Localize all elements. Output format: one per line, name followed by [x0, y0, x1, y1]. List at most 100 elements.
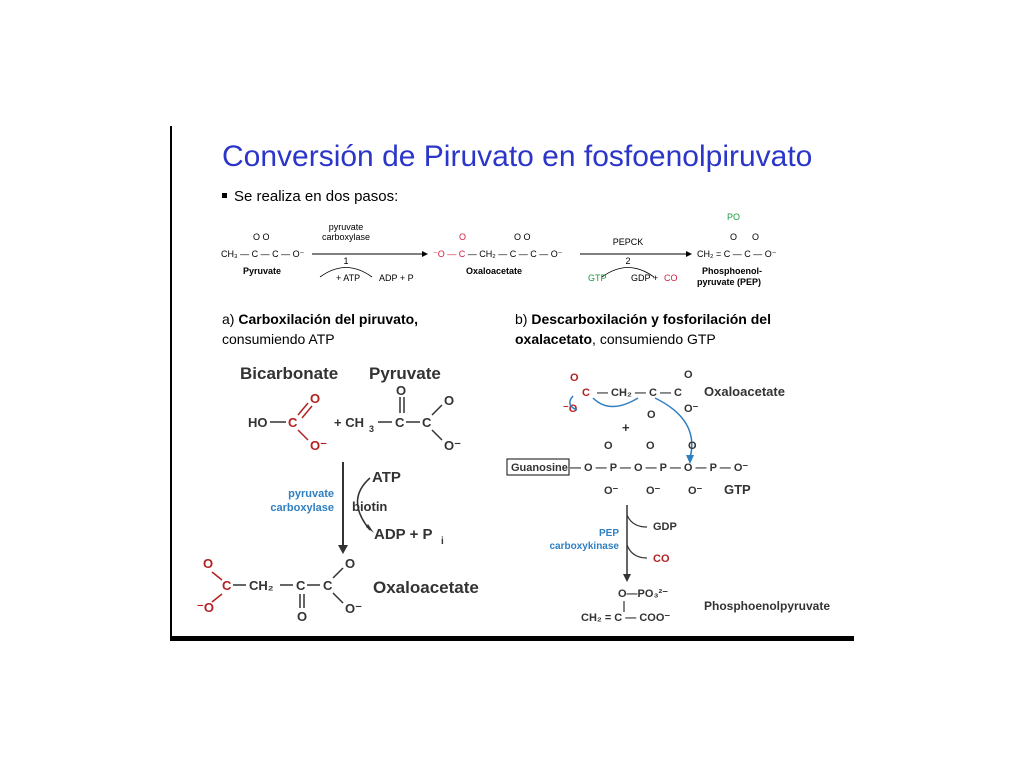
panel-b-main-arrow-head [623, 574, 631, 582]
left-border-line [170, 126, 172, 641]
pi-subscript: i [441, 536, 444, 547]
pyruvate-carbon-1: C [395, 415, 405, 430]
panel-b-pep-label: Phosphoenolpyruvate [704, 599, 830, 613]
b-electron-arrow-2 [569, 395, 578, 411]
po3-label: PO [727, 212, 740, 222]
product-oxygen-4: O⁻ [345, 601, 362, 616]
panel-a-enzyme-line2: carboxylase [270, 502, 334, 514]
enzyme1-name-line1: pyruvate [329, 222, 364, 232]
gdp-product-label: GDP [653, 521, 677, 533]
pep-oxygen: O [730, 232, 737, 242]
b-oxygen-bottom: ⁻O [563, 403, 578, 415]
panel-a-curved-arrow-head [366, 524, 374, 533]
pep-label-line2: pyruvate (PEP) [697, 277, 761, 287]
b-carbon-1: C [582, 387, 590, 399]
panel-a-curved-arrow [356, 477, 371, 531]
adp-pi-panel-label: ADP + P [374, 526, 433, 543]
b-carboxylate-oxygen: O⁻ [684, 403, 699, 415]
atp-label: ATP [372, 469, 401, 486]
product-single-bond [211, 593, 223, 603]
product-ch2: CH₂ [249, 578, 274, 593]
gtp-oxygen-1: O [604, 440, 613, 452]
step-a-bold: Carboxilación del piruvato, [238, 311, 419, 327]
co2-label: CO [664, 273, 678, 283]
guanosine-box [506, 458, 570, 476]
gtp-oxygen-6: O⁻ [688, 485, 703, 497]
gdp-label: GDP + [631, 273, 658, 283]
pyruvate-carbon-2: C [422, 415, 432, 430]
bullet-text: Se realiza en dos pasos: [234, 188, 399, 205]
step-a-text: a) Carboxilación del piruvato, consumiend… [222, 309, 502, 349]
step-b-prefix: b) [515, 311, 532, 327]
product-oxygen-bottom: ⁻O [197, 600, 214, 615]
product-carbon-1: C [222, 578, 232, 593]
bicarbonate-double-bond-2 [301, 405, 313, 419]
bicarbonate-carbon: C [288, 415, 298, 430]
pyruvate-heading: Pyruvate [369, 364, 441, 383]
product-carboxyl-bond [332, 567, 344, 579]
pep-chain: CH₂ = C — COO⁻ [581, 612, 670, 624]
guanosine-label: Guanosine [511, 462, 568, 474]
pyruvate-oxygen-2: O [444, 393, 454, 408]
bullet-point: Se realiza en dos pasos: [222, 188, 398, 205]
b-oxygen-top: O [570, 372, 579, 384]
co2-release-arrow [626, 544, 648, 559]
oxaloacetate-oxygens: O O [514, 232, 531, 242]
panel-b-enzyme-line1: PEP [599, 528, 619, 539]
pyruvate-carboxylate-bond [431, 429, 443, 441]
gtp-oxygen-2: O [646, 440, 655, 452]
product-carbon-3: C [323, 578, 333, 593]
pyruvate-oxygen-1: O [396, 383, 406, 398]
product-oxygen-3: O [345, 556, 355, 571]
step-a-rest: consumiendo ATP [222, 331, 335, 347]
oxaloacetate-red-oxygen: O [459, 232, 466, 242]
bicarbonate-single-bond [297, 429, 309, 441]
overview-pyruvate-label: Pyruvate [243, 266, 281, 276]
pyruvate-oxygen: O O [253, 232, 270, 242]
product-double-bond [211, 571, 223, 581]
bottom-border-line [170, 636, 854, 641]
pep-structure: CH₂ = C — C — O⁻ [697, 249, 777, 259]
pyruvate-oxygen-3: O⁻ [444, 438, 461, 453]
overview-oxaloacetate-label: Oxaloacetate [466, 266, 522, 276]
plus-atp-label: + ATP [336, 273, 360, 283]
bicarbonate-oxygen-bottom: O⁻ [310, 438, 327, 453]
product-carboxylate-bond [332, 592, 344, 604]
enzyme1-name-line2: carboxylase [322, 232, 370, 242]
gtp-triphosphate: — O — P — O — P — O — P — O⁻ [570, 462, 748, 474]
pep-carbonyl-oxygen: O [752, 232, 759, 242]
b-carbonyl-oxygen: O [647, 409, 656, 421]
bicarbonate-double-bond [297, 402, 309, 416]
panel-a-enzyme-line1: pyruvate [288, 488, 334, 500]
plus-ch3-label: + CH [334, 415, 364, 430]
step2-number: 2 [625, 256, 630, 266]
b-electron-arrow-1 [592, 397, 639, 408]
panel-a-main-arrow-head [338, 545, 348, 554]
pyruvate-structure: CH₃ — C — C — O⁻ [221, 249, 305, 259]
pep-label-line1: Phosphoenol- [702, 266, 762, 276]
b-electron-arrow-3-head [686, 455, 694, 464]
oxaloacetate-structure: ⁻O — C — CH₂ — C — C — O⁻ [433, 249, 563, 259]
pep-phosphate: O—PO₃²⁻ [618, 588, 668, 600]
step-b-bold2: oxalacetato [515, 331, 593, 347]
step-b-rest: , consumiendo GTP [592, 331, 716, 347]
panel-b-enzyme-line2: carboxykinase [550, 541, 620, 552]
biotin-label: biotin [352, 499, 387, 514]
gtp-label: GTP [588, 273, 607, 283]
gtp-oxygen-4: O⁻ [604, 485, 619, 497]
ch3-subscript: 3 [369, 424, 374, 434]
enzyme2-name: PEPCK [613, 237, 644, 247]
bicarbonate-oxygen-top: O [310, 391, 320, 406]
step-a-prefix: a) [222, 311, 239, 327]
b-chain: — CH₂ — C — C [597, 387, 682, 399]
co2-product-label: CO [653, 553, 670, 565]
panel-b-oxaloacetate-label: Oxaloacetate [704, 384, 785, 399]
gtp-oxygen-5: O⁻ [646, 485, 661, 497]
product-oxygen-2: O [297, 609, 307, 624]
step1-number: 1 [343, 256, 348, 266]
